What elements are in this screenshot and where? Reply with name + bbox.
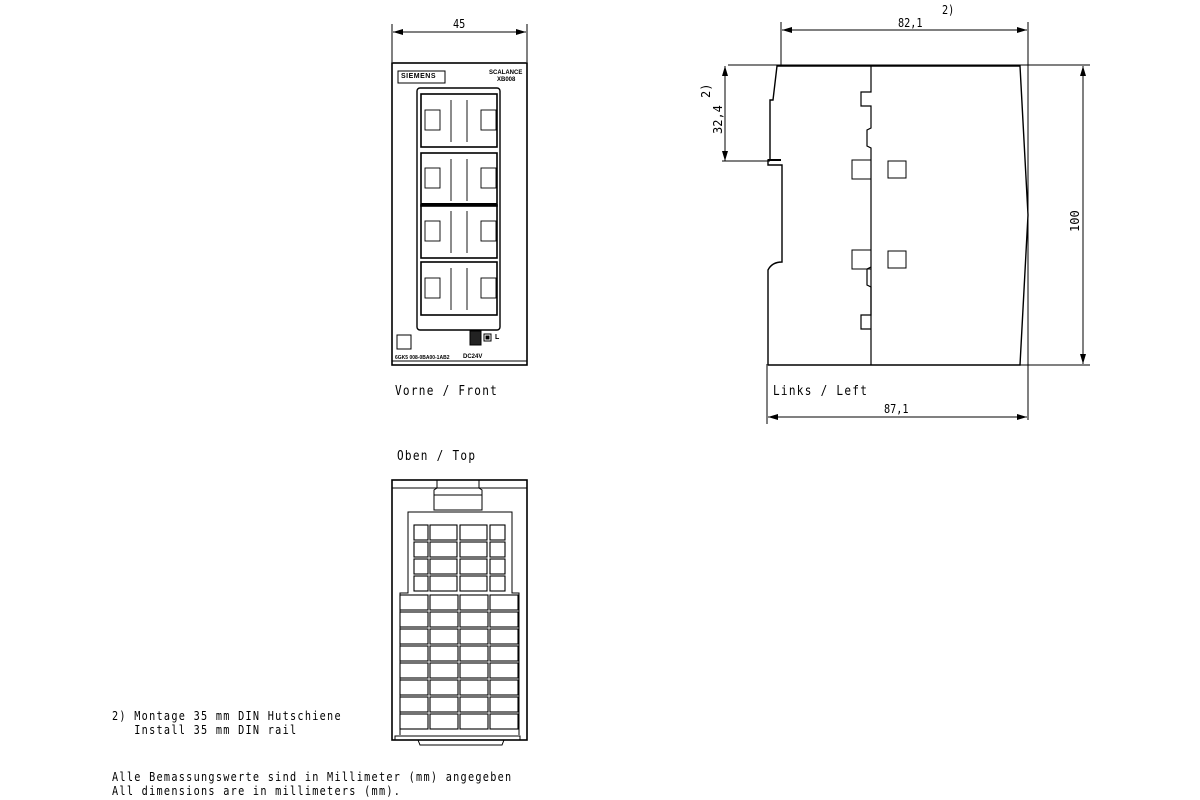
units-note-en: All dimensions are in millimeters (mm). — [112, 784, 402, 798]
left-view-label: Links / Left — [773, 384, 869, 399]
rail-footnote-ref: 2) — [699, 83, 713, 98]
power-label: DC24V — [463, 354, 483, 360]
footnote-en: Install 35 mm DIN rail — [112, 723, 298, 737]
left-view — [722, 22, 1090, 424]
order-number: 6GK5 008-0BA00-1AB2 — [395, 355, 450, 361]
top-view — [391, 479, 528, 746]
product-name: SCALANCE — [489, 70, 523, 76]
led-label: L — [495, 334, 500, 341]
product-model: XB008 — [497, 77, 516, 83]
front-width-dimension: 45 — [453, 17, 466, 31]
depth-footnote-ref: 2) — [942, 3, 955, 17]
brand-logo: SIEMENS — [401, 73, 437, 80]
front-view-label: Vorne / Front — [395, 384, 499, 399]
front-view — [391, 24, 528, 366]
top-view-label: Oben / Top — [397, 449, 477, 464]
footnote-de: 2) Montage 35 mm DIN Hutschiene — [112, 709, 342, 723]
left-total-depth-dimension: 87,1 — [884, 402, 909, 416]
units-note-de: Alle Bemassungswerte sind in Millimeter … — [112, 770, 513, 784]
left-height-dimension: 100 — [1068, 210, 1082, 232]
left-depth-dimension: 82,1 — [898, 16, 923, 30]
rail-height-dimension: 32,4 — [711, 105, 725, 134]
